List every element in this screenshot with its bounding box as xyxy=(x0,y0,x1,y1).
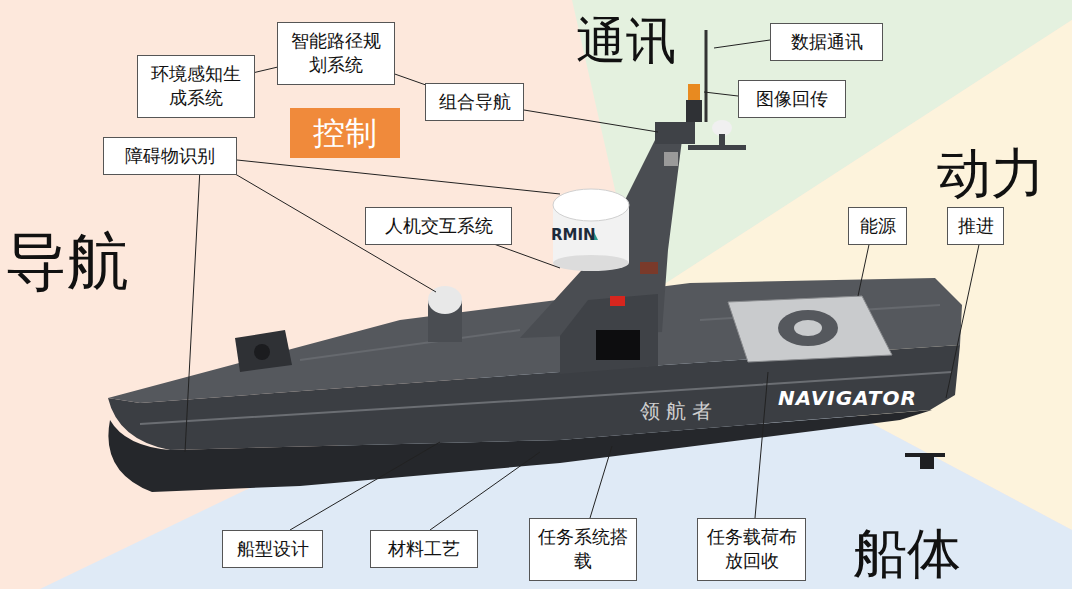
callout-box: 能源 xyxy=(848,207,907,245)
callout-box: 船型设计 xyxy=(222,530,323,568)
leader-line xyxy=(237,160,560,194)
box-text: 智能路径规划系统 xyxy=(286,29,386,78)
connector-line xyxy=(255,67,277,72)
mast-platform xyxy=(655,122,695,144)
callout-box: 障碍物识别 xyxy=(103,137,237,175)
leader-line xyxy=(946,240,980,398)
leader-line xyxy=(858,240,870,296)
callout-box: 推进 xyxy=(947,207,1004,245)
crossbar xyxy=(688,145,746,150)
leader-line xyxy=(290,442,440,530)
leader-line xyxy=(755,372,768,518)
camera-lens xyxy=(254,344,270,360)
callout-box: 人机交互系统 xyxy=(365,207,512,245)
radar-base xyxy=(553,255,629,271)
logo-core xyxy=(794,320,822,336)
antenna xyxy=(705,30,708,122)
callout-box: 环境感知生成系统 xyxy=(137,55,255,118)
connector xyxy=(255,67,277,72)
logo xyxy=(778,310,838,346)
gps-dome xyxy=(712,120,732,136)
box-text: 材料工艺 xyxy=(379,537,469,561)
camera xyxy=(664,152,678,166)
box-text: 任务系统搭载 xyxy=(538,525,628,574)
beacon-base xyxy=(686,100,702,122)
bow-camera-box xyxy=(235,330,292,372)
leader-line xyxy=(430,452,540,530)
radar-brand: RMIN xyxy=(551,226,596,244)
region-title: 动力 xyxy=(937,138,1045,211)
callout-box: 智能路径规划系统 xyxy=(277,22,395,85)
box-text: 图像回传 xyxy=(747,87,837,111)
deck-panel xyxy=(728,296,892,362)
callout-box: 图像回传 xyxy=(738,80,846,118)
flag xyxy=(610,296,625,306)
region-title: 通讯 xyxy=(576,8,676,75)
connector xyxy=(395,74,425,85)
box-text: 控制 xyxy=(294,114,396,152)
leader-line xyxy=(704,92,738,96)
screen xyxy=(596,330,640,360)
leader-line xyxy=(524,110,658,132)
callout-box: 组合导航 xyxy=(425,83,524,121)
propeller xyxy=(920,455,934,469)
control-box: 控制 xyxy=(290,108,400,158)
box-text: 船型设计 xyxy=(231,537,314,561)
leader-line xyxy=(714,40,770,48)
cabin xyxy=(560,294,658,374)
callout-box: 材料工艺 xyxy=(370,530,478,568)
leader-line xyxy=(185,168,200,452)
box-text: 环境感知生成系统 xyxy=(146,62,246,111)
box-text: 推进 xyxy=(956,214,995,238)
gps-post xyxy=(719,134,725,146)
box-text: 障碍物识别 xyxy=(112,144,228,168)
deck xyxy=(108,278,962,403)
region-title: 导航 xyxy=(5,220,129,304)
box-text: 任务载荷布放回收 xyxy=(706,525,797,574)
region-title: 船体 xyxy=(853,518,961,589)
leader-line xyxy=(590,446,612,518)
box-text: 人机交互系统 xyxy=(374,214,503,238)
callout-box: 任务载荷布放回收 xyxy=(697,518,806,581)
hull-name: 领航者 xyxy=(640,398,718,425)
callout-box: 任务系统搭载 xyxy=(529,518,637,581)
box-text: 组合导航 xyxy=(434,90,515,114)
box-text: 能源 xyxy=(857,214,898,238)
brand-text: NAVIGATOR xyxy=(778,386,917,410)
connector-line xyxy=(395,74,425,85)
callout-box: 数据通讯 xyxy=(770,23,883,61)
beacon xyxy=(688,84,700,102)
indicator xyxy=(640,262,658,274)
radar-top xyxy=(553,189,629,221)
box-text: 数据通讯 xyxy=(779,30,874,54)
prop-shaft xyxy=(905,453,945,457)
